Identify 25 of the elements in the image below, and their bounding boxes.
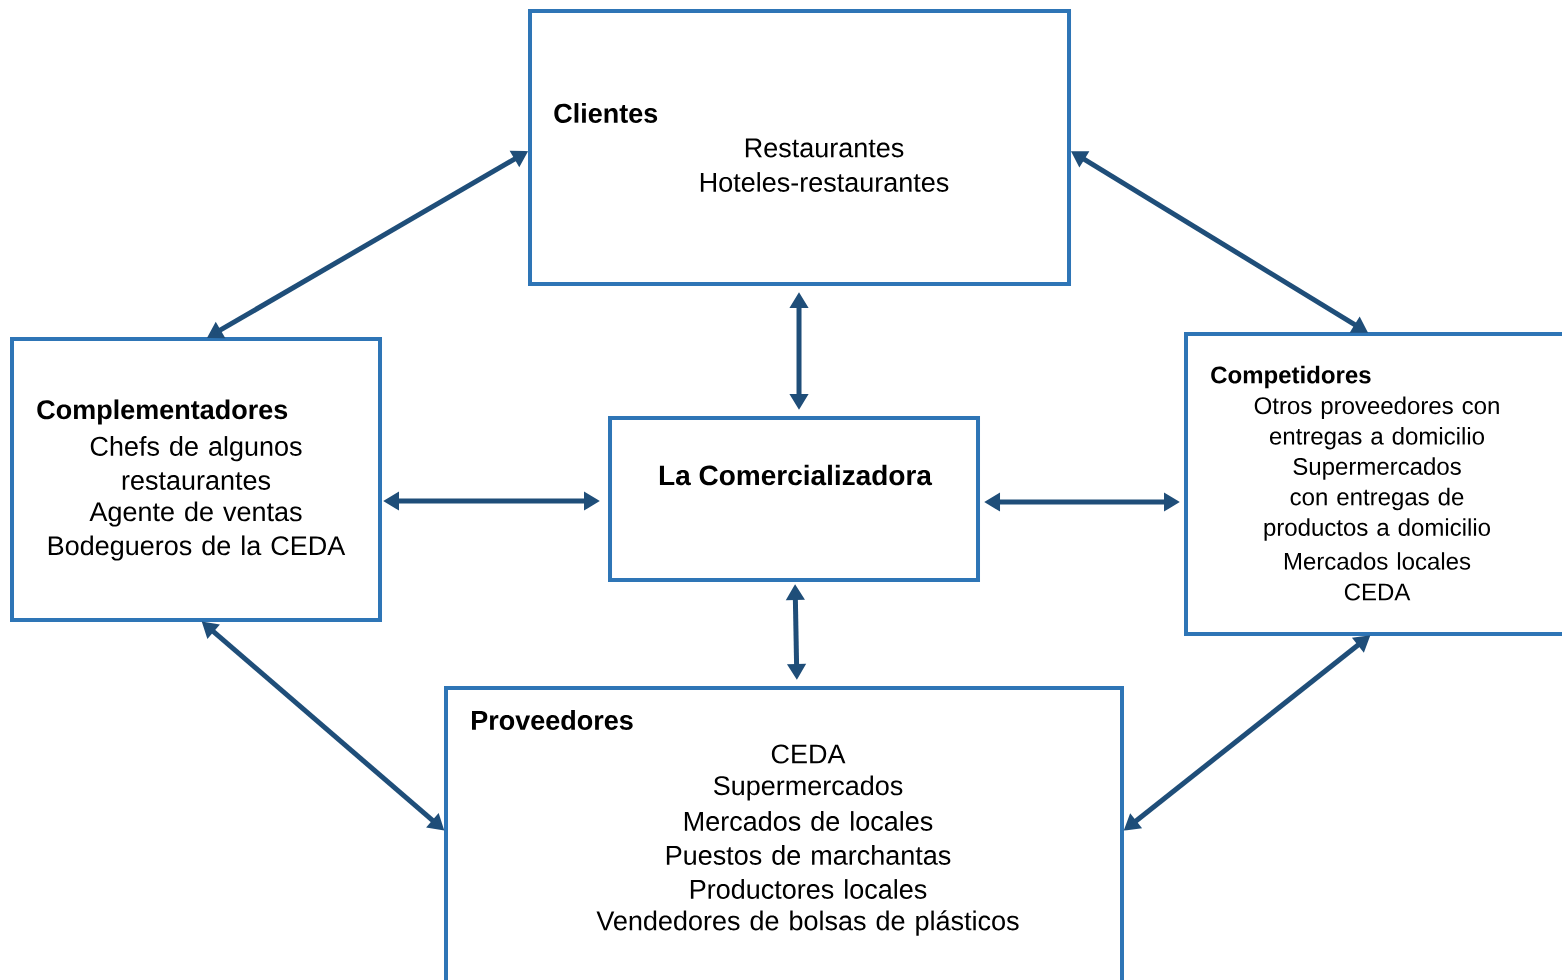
category-box [528,9,1071,286]
list-item: Supermercados [713,775,903,801]
list-item: CEDA [1344,583,1411,601]
box-heading: Complementadores [37,399,288,425]
central-box [608,416,980,582]
list-item: Hoteles-restaurantes [700,172,949,192]
category-box [444,686,1124,980]
list-item: Mercados locales [1284,552,1471,570]
box-heading: La Comercializadora [659,464,933,486]
list-item: Productores locales [690,879,927,899]
category-box [10,337,382,622]
box-heading: Competidores [1211,365,1371,389]
list-item: Chefs de algunos restaurantes [90,436,302,490]
box-heading: Proveedores [472,710,633,730]
list-item: CEDA [771,744,846,764]
category-box [1184,332,1562,636]
list-item: Otros proveedores con entregas a domicilio [1254,396,1499,450]
box-heading: Clientes [554,103,658,123]
list-item: Mercados de locales [684,811,933,831]
list-item: Bodegueros de la CEDA [48,535,346,561]
list-item: Agente de ventas [89,501,302,527]
list-item: Puestos de marchantas [666,845,951,865]
list-item: Supermercados con entregas de productos a domicilio [1264,457,1490,541]
list-item: Restaurantes [745,138,904,158]
list-item: Vendedores de bolsas de plásticos [596,910,1019,936]
